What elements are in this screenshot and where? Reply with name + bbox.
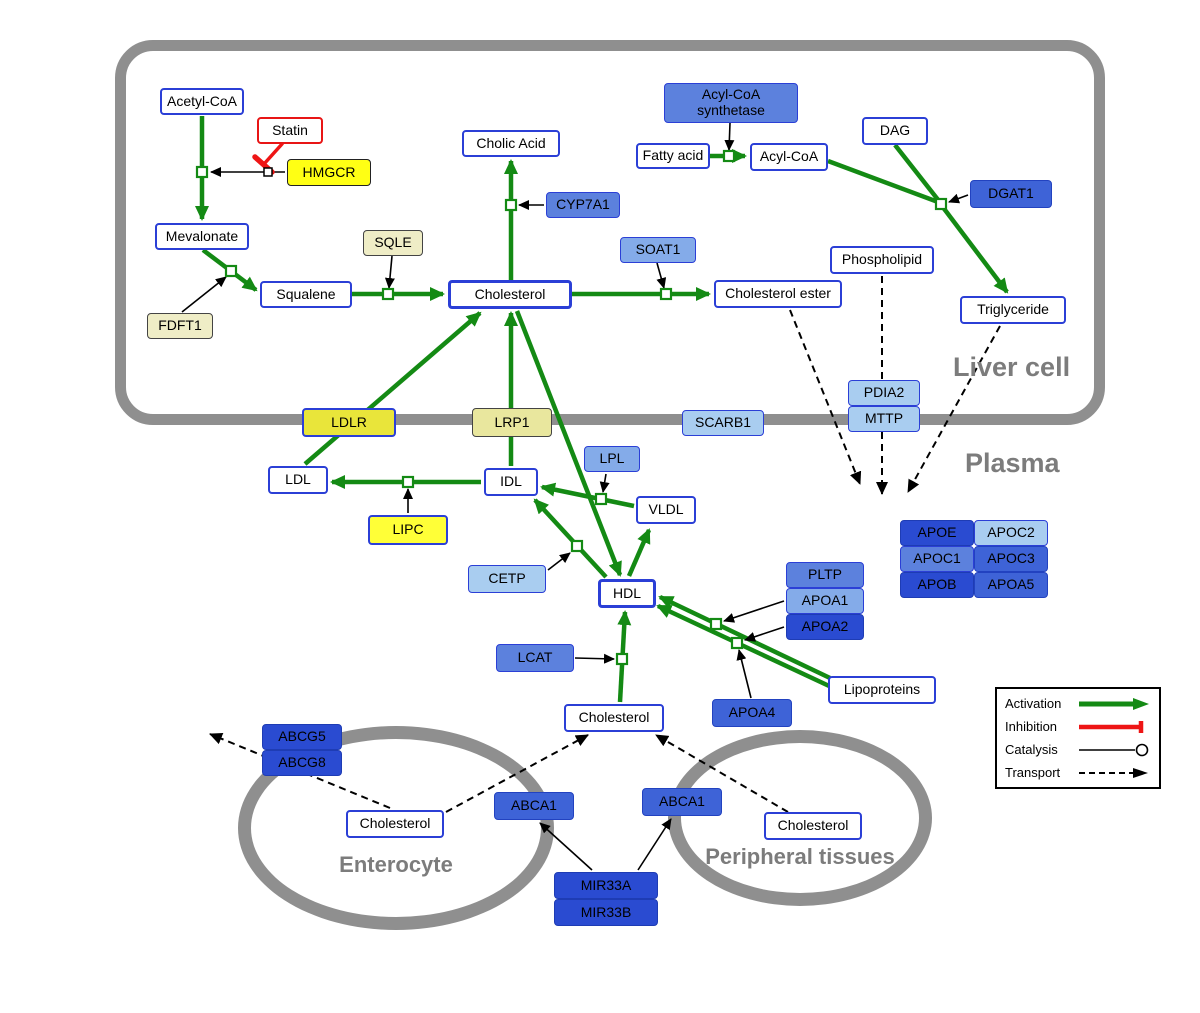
node-acyl-coa-synthetase[interactable]: Acyl-CoA synthetase [664,83,798,123]
node-abcg8[interactable]: ABCG8 [262,750,342,776]
node-ldl[interactable]: LDL [268,466,328,494]
node-apob[interactable]: APOB [900,572,974,598]
inhibition-tbar-icon [1079,720,1144,733]
peripheral-tissues-label: Peripheral tissues [705,844,895,869]
node-pdia2[interactable]: PDIA2 [848,380,920,406]
node-apoc1[interactable]: APOC1 [900,546,974,572]
reaction-nodes [195,149,948,666]
node-apoc3[interactable]: APOC3 [974,546,1048,572]
legend-row-inhibition: Inhibition [1005,719,1151,735]
node-ldlr[interactable]: LDLR [302,408,396,437]
catalysis-edges [181,122,969,871]
node-cyp7a1[interactable]: CYP7A1 [546,192,620,218]
plasma-label: Plasma [965,448,1060,478]
node-cholesterol-plasma[interactable]: Cholesterol [564,704,664,732]
node-sqle[interactable]: SQLE [363,230,423,256]
node-cholesterol-peripheral[interactable]: Cholesterol [764,812,862,840]
node-mir33b[interactable]: MIR33B [554,899,658,926]
node-phospholipid[interactable]: Phospholipid [830,246,934,274]
node-cholic-acid[interactable]: Cholic Acid [462,130,560,157]
node-lipoproteins[interactable]: Lipoproteins [828,676,936,704]
node-dag[interactable]: DAG [862,117,928,145]
node-abcg5[interactable]: ABCG5 [262,724,342,750]
transport-dashed-arrow-icon [1079,767,1148,778]
liver-cell-compartment [115,40,1105,425]
legend-inhibition-label: Inhibition [1005,719,1058,734]
node-statin[interactable]: Statin [257,117,323,144]
node-acetyl-coa[interactable]: Acetyl-CoA [160,88,244,115]
legend-row-transport: Transport [1005,765,1151,781]
legend-activation-label: Activation [1005,696,1062,711]
node-idl[interactable]: IDL [484,468,538,496]
node-apoe[interactable]: APOE [900,520,974,546]
node-lpl[interactable]: LPL [584,446,640,472]
node-scarb1[interactable]: SCARB1 [682,410,764,436]
node-triglyceride[interactable]: Triglyceride [960,296,1066,324]
legend-transport-label: Transport [1005,765,1061,780]
node-hmgcr[interactable]: HMGCR [287,159,371,186]
node-vldl[interactable]: VLDL [636,496,696,524]
node-apoa1[interactable]: APOA1 [786,588,864,614]
legend-row-catalysis: Catalysis [1005,742,1151,758]
legend: Activation Inhibition Catalysis Transpor… [995,687,1161,789]
node-acyl-coa[interactable]: Acyl-CoA [750,143,828,171]
node-abca1-peripheral[interactable]: ABCA1 [642,788,722,816]
catalysis-port-node [263,167,273,177]
node-dgat1[interactable]: DGAT1 [970,180,1052,208]
node-mttp[interactable]: MTTP [848,406,920,432]
node-mir33a[interactable]: MIR33A [554,872,658,899]
node-abca1-enterocyte[interactable]: ABCA1 [494,792,574,820]
node-apoc2[interactable]: APOC2 [974,520,1048,546]
node-cholesterol-enterocyte[interactable]: Cholesterol [346,810,444,838]
node-cetp[interactable]: CETP [468,565,546,593]
activation-arrow-icon [1079,697,1149,710]
liver-cell-label: Liver cell [953,352,1071,382]
node-apoa2[interactable]: APOA2 [786,614,864,640]
enterocyte-label: Enterocyte [339,852,453,877]
node-lrp1[interactable]: LRP1 [472,408,552,437]
node-cholesterol-liver[interactable]: Cholesterol [448,280,572,309]
node-cholesterol-ester[interactable]: Cholesterol ester [714,280,842,308]
catalysis-circle-icon [1079,743,1149,756]
legend-catalysis-label: Catalysis [1005,742,1058,757]
node-fdft1[interactable]: FDFT1 [147,313,213,339]
node-lcat[interactable]: LCAT [496,644,574,672]
node-squalene[interactable]: Squalene [260,281,352,308]
node-lipc[interactable]: LIPC [368,515,448,545]
node-hdl[interactable]: HDL [598,579,656,608]
node-fatty-acid[interactable]: Fatty acid [636,143,710,169]
node-pltp[interactable]: PLTP [786,562,864,588]
node-soat1[interactable]: SOAT1 [620,237,696,263]
node-mevalonate[interactable]: Mevalonate [155,223,249,250]
node-apoa4[interactable]: APOA4 [712,699,792,727]
legend-row-activation: Activation [1005,696,1151,712]
node-apoa5[interactable]: APOA5 [974,572,1048,598]
